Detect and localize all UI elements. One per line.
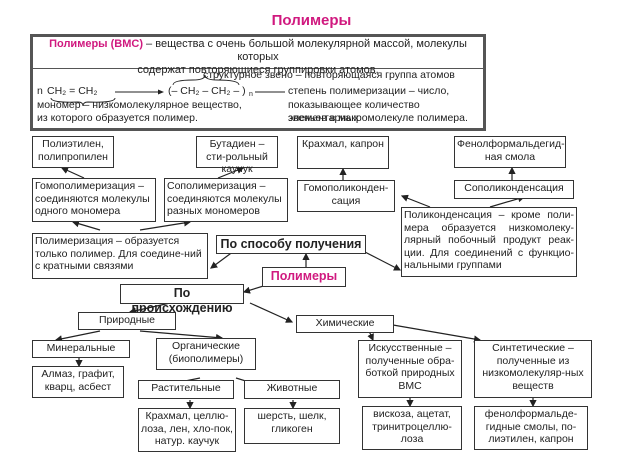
- node-artificial: Искусственные – полученные обра-боткой п…: [358, 340, 462, 398]
- node-synthetic-examples: фенолформальде-гидные смолы, по-лиэтилен…: [474, 406, 588, 450]
- formula-coefficient: n: [37, 85, 43, 97]
- node-polycondensation: Поликонденсация – кроме поли-мера образу…: [401, 207, 577, 277]
- node-natural: Природные: [78, 312, 176, 330]
- node-plant-examples: Крахмал, целлю-лоза, лен, хло-пок, натур…: [138, 408, 236, 452]
- definition-header: Полимеры (ВМС) – вещества с очень большо…: [33, 37, 483, 76]
- definition-formula-section: структурное звено – повторяющаяся группа…: [33, 68, 483, 128]
- node-polymers-center: Полимеры: [262, 267, 346, 287]
- node-synthetic: Синтетические – полученные из низкомолек…: [474, 340, 592, 398]
- definition-text-2: содержат повторяющиеся группировки атомо…: [137, 64, 379, 76]
- node-phenol-resin: Фенолформальдегид-ная смола: [454, 136, 566, 168]
- node-copolycondensation: Сополиконденсация: [454, 180, 574, 199]
- page-title: Полимеры: [271, 12, 352, 29]
- formula-monomer: CH₂ = CH₂: [47, 85, 98, 97]
- node-polymerization: Полимеризация – образуется только полиме…: [32, 233, 208, 279]
- definition-term: Полимеры (ВМС): [49, 38, 143, 50]
- node-mineral: Минеральные: [32, 340, 130, 358]
- node-by-method: По способу получения: [216, 235, 366, 254]
- formula-subscript: n: [249, 91, 253, 98]
- node-animal: Животные: [244, 380, 340, 399]
- node-plant: Растительные: [138, 380, 234, 399]
- node-polyethylene: Полиэтилен, полипропилен: [32, 136, 114, 168]
- node-animal-examples: шерсть, шелк, гликоген: [244, 408, 340, 444]
- node-butadiene: Бутадиен – сти-рольный каучук: [196, 136, 278, 175]
- degree-label-1: степень полимеризации – число,: [288, 85, 450, 97]
- node-organic: Органические (биополимеры): [156, 338, 256, 370]
- node-artificial-examples: вискоза, ацетат, тринитроцеллю-лоза: [362, 406, 462, 450]
- node-mineral-examples: Алмаз, графит, кварц, асбест: [32, 366, 124, 398]
- node-chemical: Химические: [296, 315, 394, 333]
- monomer-label-2: из которого образуется полимер.: [37, 112, 198, 124]
- definition-box: Полимеры (ВМС) – вещества с очень большо…: [30, 34, 486, 131]
- node-homopolycondensation: Гомополиконден-сация: [297, 180, 395, 212]
- node-by-origin: По происхождению: [120, 284, 244, 315]
- structural-unit-label: структурное звено – повторяющаяся группа…: [203, 69, 455, 81]
- formula-lines: [50, 74, 285, 107]
- degree-label-3: звеньев в макромолекуле полимера.: [288, 112, 468, 124]
- node-copolymerization: Сополимеризация – соединяются молекулы р…: [164, 178, 288, 222]
- node-homopolymerization: Гомополимеризация – соединяются молекулы…: [32, 178, 156, 222]
- degree-label-2: показывающее количество элементарных: [288, 99, 420, 124]
- definition-text-1: – вещества с очень большой молекулярной …: [143, 38, 467, 63]
- formula-polymer: (– CH₂ – CH₂ – ): [168, 85, 246, 97]
- node-starch-capron: Крахмал, капрон: [297, 136, 389, 169]
